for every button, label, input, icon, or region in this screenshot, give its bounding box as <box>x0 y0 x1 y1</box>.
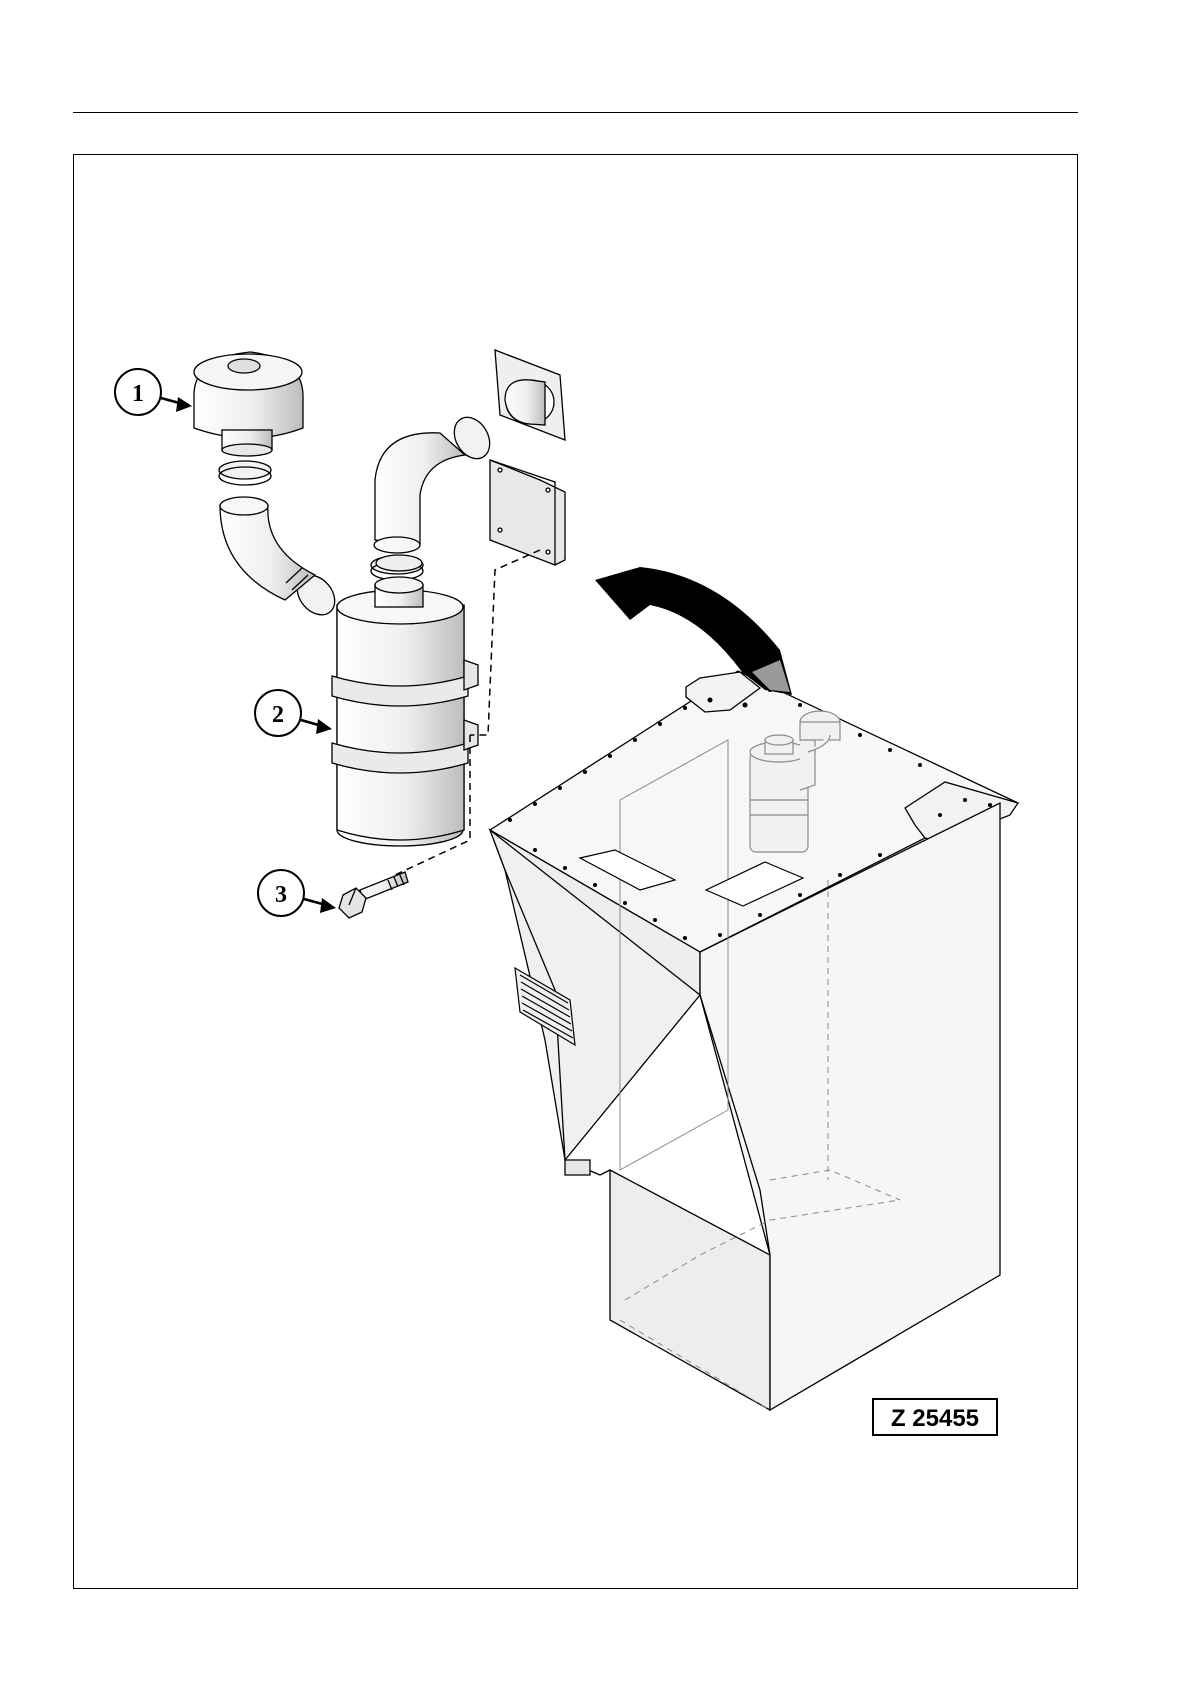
figure-reference: Z 25455 <box>891 1405 979 1432</box>
cab-intake-flange <box>490 350 565 565</box>
intake-elbow-hose-left <box>220 497 315 600</box>
callout-3-label: 3 <box>275 882 287 908</box>
callout-3: 3 <box>258 870 336 916</box>
installation-arrow <box>595 567 792 695</box>
figure-reference-box: Z 25455 <box>873 1399 997 1435</box>
callout-1-label: 1 <box>132 381 144 407</box>
callout-1: 1 <box>115 369 192 415</box>
callout-2: 2 <box>255 690 332 736</box>
outlet-elbow-hose-right <box>374 433 465 553</box>
callout-2-label: 2 <box>272 702 284 728</box>
precleaner-cap <box>194 352 303 456</box>
bolt <box>339 872 408 918</box>
air-filter-housing <box>332 555 478 846</box>
